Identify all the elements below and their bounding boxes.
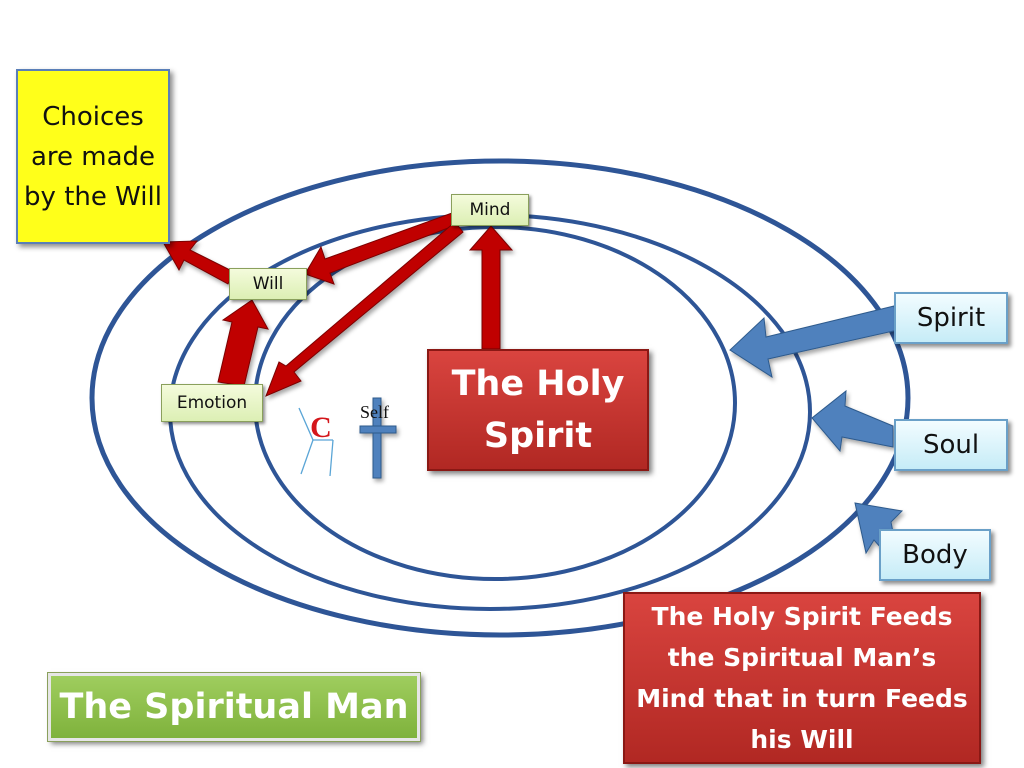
cross-icon — [359, 397, 397, 479]
body-label: Body — [879, 529, 991, 581]
chair-icon — [298, 407, 334, 477]
choices-box: Choices are made by the Will — [16, 69, 170, 244]
arrow-mind-to-will — [304, 212, 457, 285]
christ-letter: C — [310, 411, 332, 444]
arrow-emotion-to-will — [217, 299, 269, 387]
arrow-spirit-to-inner — [729, 305, 899, 379]
outer-ring-body — [89, 158, 911, 638]
holy-spirit-box: The Holy Spirit — [427, 349, 649, 471]
will-label: Will — [229, 268, 307, 300]
arrow-will-to-choices — [162, 240, 235, 285]
self-label: Self — [360, 402, 389, 422]
arrow-soul-to-middle — [811, 389, 894, 453]
arrow-mind-to-emotion — [265, 221, 464, 397]
spiritual-man-title: The Spiritual Man — [47, 672, 421, 742]
soul-label: Soul — [894, 419, 1008, 471]
mind-label: Mind — [451, 194, 529, 226]
holy-spirit-feeds-box: The Holy Spirit Feeds the Spiritual Man’… — [623, 592, 981, 764]
emotion-label: Emotion — [161, 384, 263, 422]
arrow-holy-to-mind — [468, 225, 514, 350]
spirit-label: Spirit — [894, 292, 1008, 344]
